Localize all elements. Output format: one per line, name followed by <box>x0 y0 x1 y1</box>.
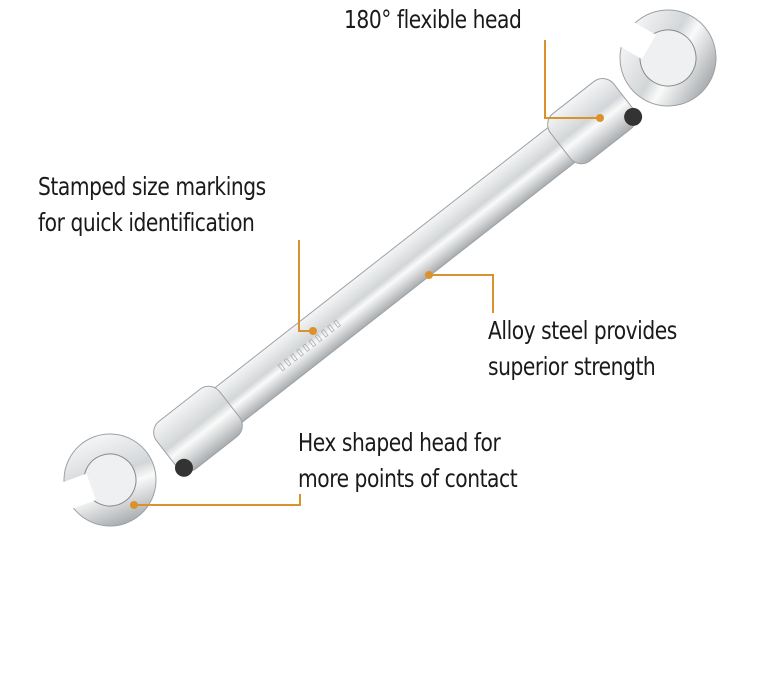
callout-line-flexible-head <box>544 40 600 119</box>
wrench: ▯▯▯▯▯▯▯▯▯▯ <box>153 77 643 477</box>
wrench-neck-left <box>153 385 243 473</box>
pivot-left <box>174 458 193 477</box>
callout-alloy-steel: Alloy steel provides superior strength <box>488 316 677 381</box>
callout-line-hex-head <box>134 494 301 506</box>
callout-line-alloy-steel <box>429 274 494 313</box>
callout-dot <box>130 501 138 509</box>
callout-line-size-markings <box>298 240 313 332</box>
wrench-shaft <box>203 119 587 431</box>
callout-flexible-head: 180° flexible head <box>344 5 522 34</box>
flare-head-right <box>605 9 717 107</box>
callout-hex-head: Hex shaped head for more points of conta… <box>298 428 518 493</box>
callout-dot <box>596 114 604 122</box>
pivot-right <box>624 107 643 126</box>
wrench-neck-right <box>547 77 637 165</box>
flare-head-left <box>48 433 157 527</box>
callout-size-markings: Stamped size markings for quick identifi… <box>38 172 266 237</box>
callout-dot <box>309 327 317 335</box>
callout-lines <box>134 40 600 506</box>
callout-dot <box>425 271 433 279</box>
